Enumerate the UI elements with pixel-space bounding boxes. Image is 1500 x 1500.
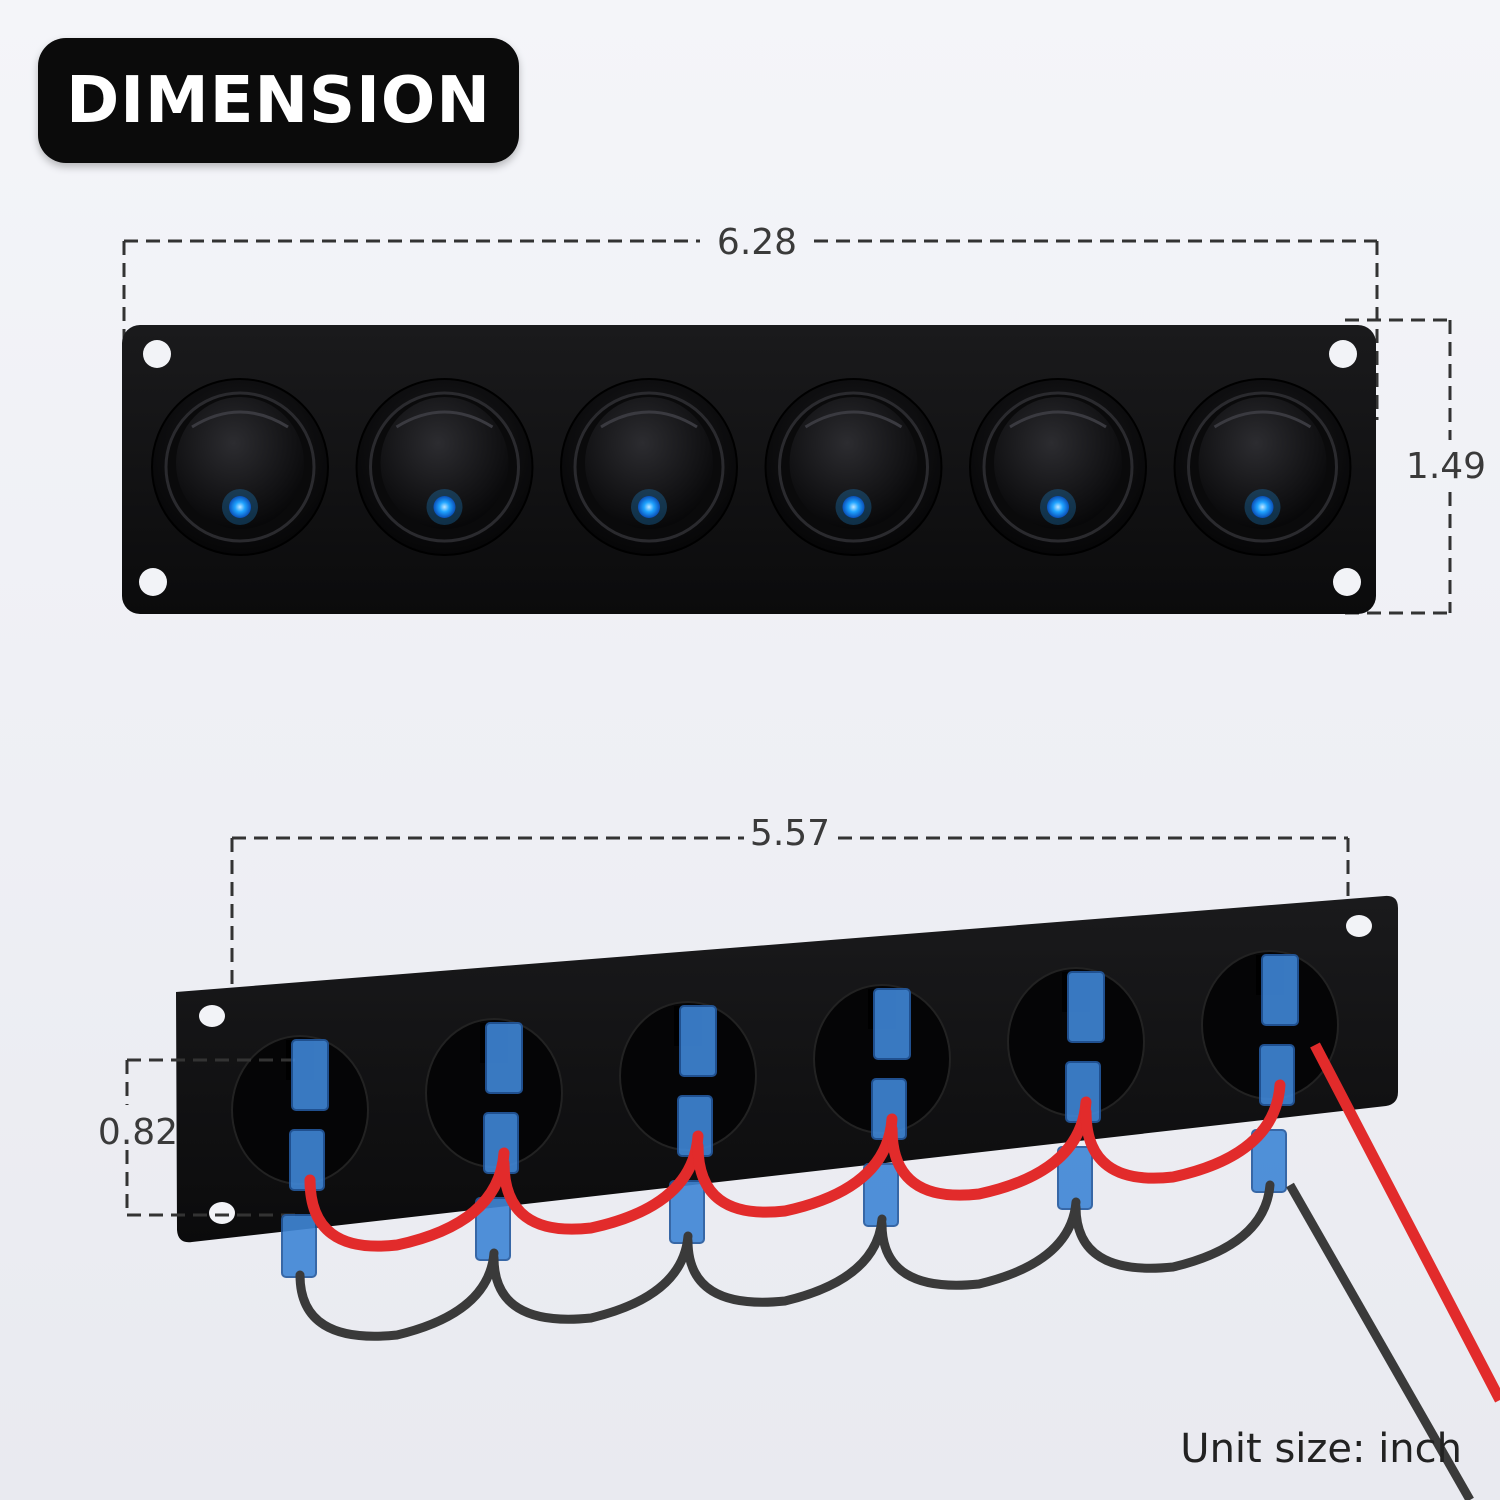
unit-note: Unit size: inch — [1180, 1426, 1462, 1472]
rocker-switch[interactable] — [764, 378, 943, 556]
rocker-switch[interactable] — [969, 378, 1147, 556]
led-indicator-icon — [222, 489, 258, 525]
front-height-dimension — [1345, 318, 1452, 615]
mount-hole — [1329, 340, 1357, 368]
back-depth-label: 0.82 — [98, 1112, 178, 1153]
terminal-connector — [1251, 954, 1299, 1193]
back-width-dimension — [230, 836, 1350, 1010]
jumper-wire-red — [1080, 1079, 1286, 1184]
led-indicator-icon — [426, 489, 463, 525]
back-panel — [176, 895, 1398, 1243]
back-depth-dimension — [125, 1058, 300, 1217]
front-width-label: 6.28 — [717, 222, 797, 263]
front-panel — [122, 325, 1376, 614]
mount-hole — [209, 1202, 235, 1224]
mount-hole — [143, 340, 171, 368]
terminal-connector — [1057, 971, 1105, 1210]
lead-wire-black — [1286, 1182, 1474, 1500]
rocker-switch[interactable] — [151, 378, 329, 556]
mount-hole — [199, 1005, 225, 1027]
mount-hole — [1333, 568, 1361, 596]
led-indicator-icon — [1244, 489, 1281, 525]
mount-hole — [139, 568, 167, 596]
front-switch-row — [151, 378, 1352, 556]
jumper-wire-red — [498, 1130, 704, 1235]
jumper-wire-red — [692, 1113, 898, 1218]
led-indicator-icon — [835, 489, 872, 525]
title-badge: DIMENSION — [38, 38, 519, 163]
rocker-switch[interactable] — [560, 378, 738, 556]
back-width-label: 5.57 — [750, 813, 830, 854]
wiring-harness — [281, 954, 1500, 1500]
jumper-wire-black — [877, 1197, 1081, 1290]
mount-hole — [1346, 915, 1372, 937]
front-width-dimension — [122, 239, 1379, 420]
jumper-wire-black — [489, 1231, 693, 1324]
jumper-wire-black — [1071, 1180, 1275, 1273]
led-indicator-icon — [631, 489, 667, 525]
jumper-wire-black — [683, 1214, 887, 1307]
jumper-wire-red — [304, 1147, 510, 1252]
page-title: DIMENSION — [66, 63, 491, 138]
front-height-label: 1.49 — [1406, 446, 1486, 487]
terminal-connector — [669, 1005, 717, 1244]
led-indicator-icon — [1040, 489, 1076, 525]
jumper-wire-black — [295, 1248, 499, 1341]
lead-wire-red — [1310, 1042, 1500, 1403]
jumper-wire-red — [886, 1096, 1092, 1201]
rocker-switch[interactable] — [355, 378, 534, 556]
rocker-switch[interactable] — [1173, 378, 1352, 556]
